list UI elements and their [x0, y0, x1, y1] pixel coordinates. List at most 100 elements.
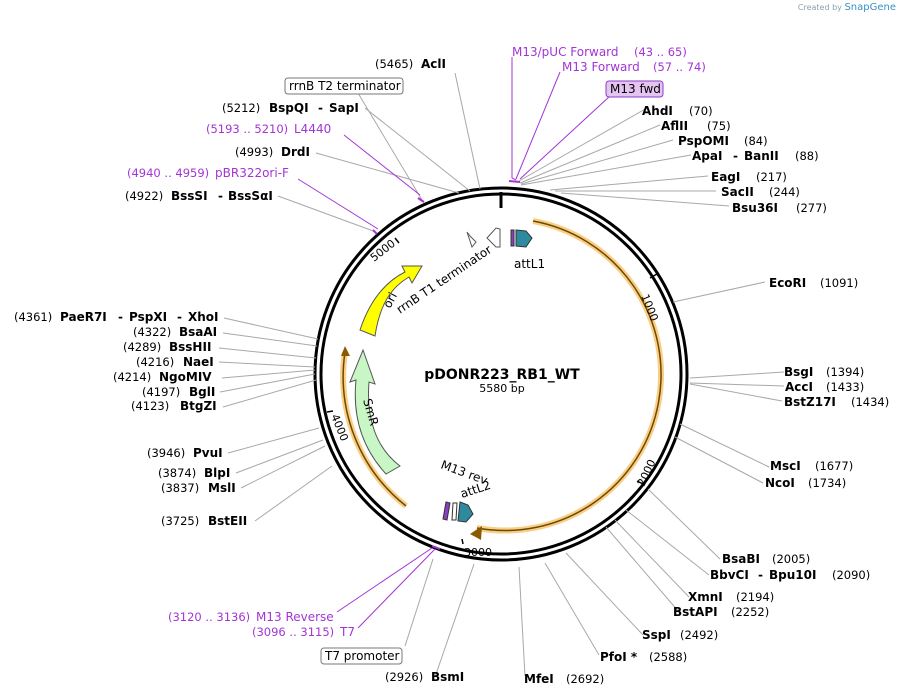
bspqi-sep: - — [318, 101, 323, 115]
bsgi-pos: (1394) — [826, 365, 864, 379]
m13puc-pos: (43 .. 65) — [634, 45, 687, 59]
pbr322-primer-site — [372, 229, 378, 235]
tick-mark-2000 — [636, 480, 644, 485]
bsu36i-label: Bsu36I — [732, 201, 778, 215]
sacii-label: SacII — [721, 185, 754, 199]
paer7i-sep: - — [118, 310, 123, 324]
primer-leader-lines — [297, 57, 611, 629]
xmni-pos: (2194) — [736, 590, 774, 604]
apai-sep: - — [733, 149, 738, 163]
tick-3000: 3000 — [464, 546, 492, 559]
apai-label: ApaI — [692, 149, 722, 163]
pspxi-label: PspXI — [129, 310, 167, 324]
btgzi-label: BtgZI — [180, 399, 217, 413]
insert-arrowhead — [470, 526, 482, 540]
bsgi-label: BsgI — [784, 365, 813, 379]
acli-pos: (5465) — [375, 57, 413, 71]
bgli-pos: (4197) — [142, 385, 180, 399]
leader-lines — [218, 72, 785, 678]
acci-pos: (1433) — [826, 380, 864, 394]
xhoi-label: XhoI — [188, 310, 219, 324]
mfei-label: MfeI — [524, 672, 554, 686]
msli-label: MslI — [208, 481, 236, 495]
plasmid-name: pDONR223_RB1_WT — [424, 367, 580, 383]
bsshii-label: BssHII — [169, 340, 211, 354]
bsteii-label: BstEII — [208, 514, 247, 528]
pspomi-pos: (84) — [744, 134, 768, 148]
m13rev-primer-label: M13 Reverse — [256, 610, 334, 624]
pfoi-label: PfoI * — [600, 650, 638, 664]
btgzi-pos: (4123) — [131, 399, 169, 413]
rrnb-t2-box — [284, 77, 404, 95]
bsmi-pos: (2926) — [385, 670, 423, 684]
m13rev-primer-site — [431, 545, 441, 550]
bsu36i-pos: (277) — [796, 201, 827, 215]
tick-mark-1000 — [649, 273, 658, 279]
blpi-pos: (3874) — [158, 466, 196, 480]
m13-fwd-box — [605, 80, 664, 98]
banii-label: BanII — [744, 149, 779, 163]
tick-mark-3000 — [461, 538, 464, 545]
t7-feature — [451, 502, 458, 521]
l4440-primer-site — [417, 197, 425, 203]
bsssi-pos: (4922) — [125, 189, 163, 203]
bspqi-label: BspQI — [269, 101, 309, 115]
xmni-label: XmnI — [688, 590, 723, 604]
bsshii-pos: (4289) — [123, 340, 161, 354]
pbr322-pos: (4940 .. 4959) — [127, 166, 209, 180]
pvui-label: PvuI — [193, 446, 223, 460]
rrnb-t1-label: rrnB T1 terminator — [394, 242, 494, 316]
bsaai-label: BsaAI — [179, 325, 217, 339]
left-arc — [342, 351, 407, 507]
l4440-pos: (5193 .. 5210) — [206, 122, 288, 136]
tick-mark-5000 — [394, 237, 400, 244]
m13-fwd-box-label: M13 fwd — [610, 82, 661, 96]
ecori-pos: (1091) — [820, 276, 858, 290]
t7-promoter-box — [320, 647, 403, 665]
bsssi-sep: - — [218, 189, 223, 203]
sspi-pos: (2492) — [680, 628, 718, 642]
pspomi-label: PspOMI — [678, 134, 729, 148]
rrnb-t2-feature — [466, 231, 477, 249]
ori-label: ori — [380, 290, 400, 310]
ngomiv-pos: (4214) — [113, 370, 151, 384]
ngomiv-label: NgoMIV — [159, 370, 212, 384]
naei-pos: (4216) — [136, 355, 174, 369]
attl1-label: attL1 — [514, 257, 545, 271]
ecori-label: EcoRI — [769, 276, 806, 290]
smr-feature[interactable] — [349, 348, 401, 475]
insert-arc — [476, 220, 662, 532]
sacii-pos: (244) — [769, 185, 800, 199]
bspqi-pos: (5212) — [222, 101, 260, 115]
msli-pos: (3837) — [161, 481, 199, 495]
credit-brand: SnapGene — [844, 2, 896, 13]
m13-primer-site — [508, 180, 521, 183]
naei-label: NaeI — [183, 355, 214, 369]
bbvci-label: BbvCI — [710, 568, 749, 582]
m13puc-label: M13/pUC Forward — [512, 45, 619, 59]
m13fwd-feature — [510, 229, 515, 247]
bbvci-pos: (2090) — [832, 568, 870, 582]
ahdi-label: AhdI — [642, 104, 673, 118]
acci-label: AccI — [785, 380, 813, 394]
pfoi-pos: (2588) — [649, 650, 687, 664]
bgli-label: BglI — [189, 385, 215, 399]
snapgene-credit: Created by SnapGene — [798, 2, 896, 13]
ncoi-label: NcoI — [765, 476, 795, 490]
drdi-label: DrdI — [281, 145, 310, 159]
rrnb-t1-feature — [486, 227, 501, 248]
attl2-feature[interactable] — [457, 501, 474, 523]
m13rev-feature — [442, 501, 451, 521]
attl1-feature[interactable] — [515, 229, 533, 248]
msci-label: MscI — [770, 459, 801, 473]
paer7i-label: PaeR7I — [60, 310, 107, 324]
drdi-pos: (4993) — [235, 145, 273, 159]
t7-pos: (3096 .. 3115) — [252, 625, 334, 639]
ori-feature[interactable] — [359, 265, 423, 337]
m13rev-pos: (3120 .. 3136) — [168, 610, 250, 624]
paer7i-pos: (4361) — [14, 310, 52, 324]
bsabi-label: BsaBI — [722, 552, 760, 566]
mfei-pos: (2692) — [566, 672, 604, 686]
pbr322-label: pBR322ori-F — [215, 166, 289, 180]
